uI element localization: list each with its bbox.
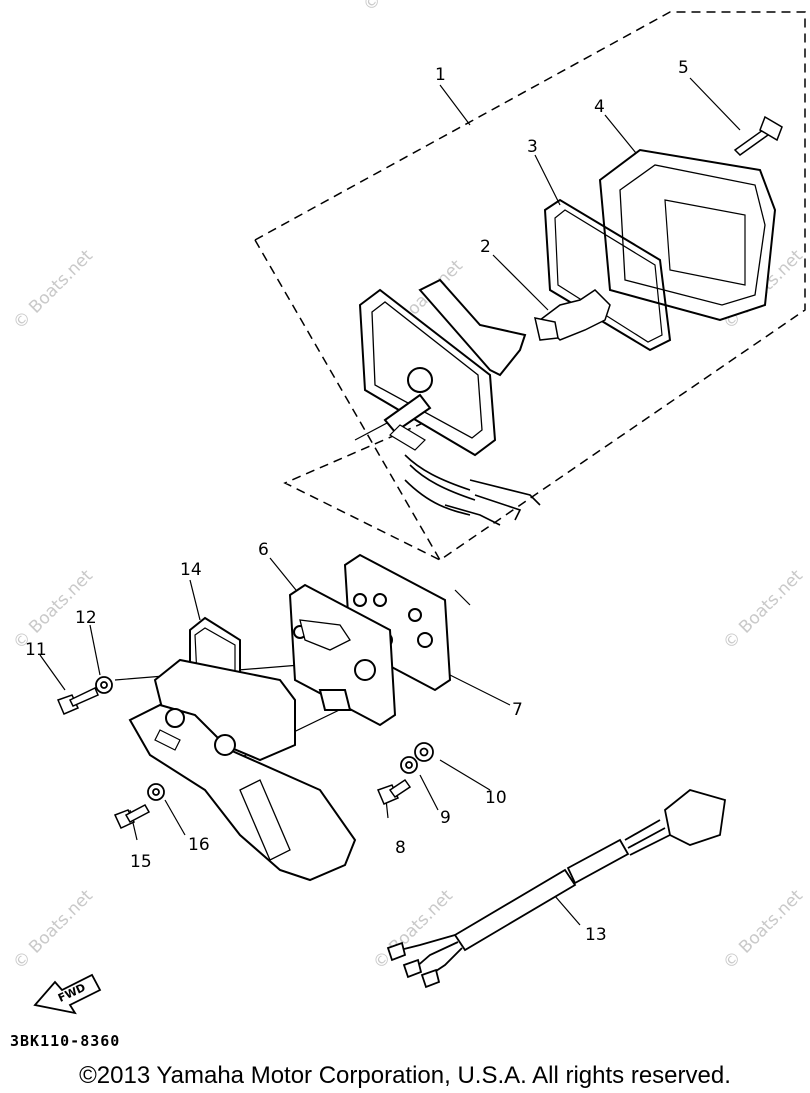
bolt-15 <box>113 803 151 829</box>
fwd-arrow-icon: FWD <box>33 973 102 1015</box>
wiring-harness <box>386 789 727 989</box>
callout-4: 4 <box>594 97 605 117</box>
lens-cover <box>598 148 777 322</box>
callout-7: 7 <box>512 700 523 720</box>
callout-1: 1 <box>435 65 446 85</box>
washer-16 <box>147 783 165 801</box>
watermark: © Boats.net <box>369 886 457 974</box>
callout-8: 8 <box>395 838 406 858</box>
mount-plate <box>288 583 397 727</box>
callout-10: 10 <box>485 788 507 808</box>
assembly-outline <box>254 11 806 561</box>
lens-gasket <box>543 198 672 352</box>
washer-12 <box>95 676 113 694</box>
callout-2: 2 <box>480 237 491 257</box>
diagram-part-code: 3BK110-8360 <box>10 1032 121 1050</box>
callout-16: 16 <box>188 835 210 855</box>
light-base <box>358 278 527 457</box>
bulb <box>534 289 611 341</box>
callout-12: 12 <box>75 608 97 628</box>
callout-6: 6 <box>258 540 269 560</box>
bolt-8 <box>376 778 412 805</box>
watermark: © Boats.net <box>359 0 447 16</box>
license-bracket <box>128 616 357 882</box>
callout-11: 11 <box>25 640 47 660</box>
watermark: © Boats.net <box>9 246 97 334</box>
callout-14: 14 <box>180 560 202 580</box>
nut-10 <box>414 742 434 762</box>
callout-3: 3 <box>527 137 538 157</box>
watermark: © Boats.net <box>9 886 97 974</box>
watermark: © Boats.net <box>719 886 807 974</box>
callout-9: 9 <box>440 808 451 828</box>
lens-screw <box>733 115 783 156</box>
wire-leads <box>404 454 541 526</box>
watermark: © Boats.net <box>719 566 807 654</box>
callout-5: 5 <box>678 58 689 78</box>
washer-9 <box>400 756 418 774</box>
callout-15: 15 <box>130 852 152 872</box>
bolt-11 <box>56 686 99 715</box>
copyright-notice: ©2013 Yamaha Motor Corporation, U.S.A. A… <box>79 1062 731 1089</box>
callout-13: 13 <box>585 925 607 945</box>
callout-numbers: 1 2 3 4 5 6 7 8 9 10 11 12 13 14 15 16 <box>25 58 689 945</box>
